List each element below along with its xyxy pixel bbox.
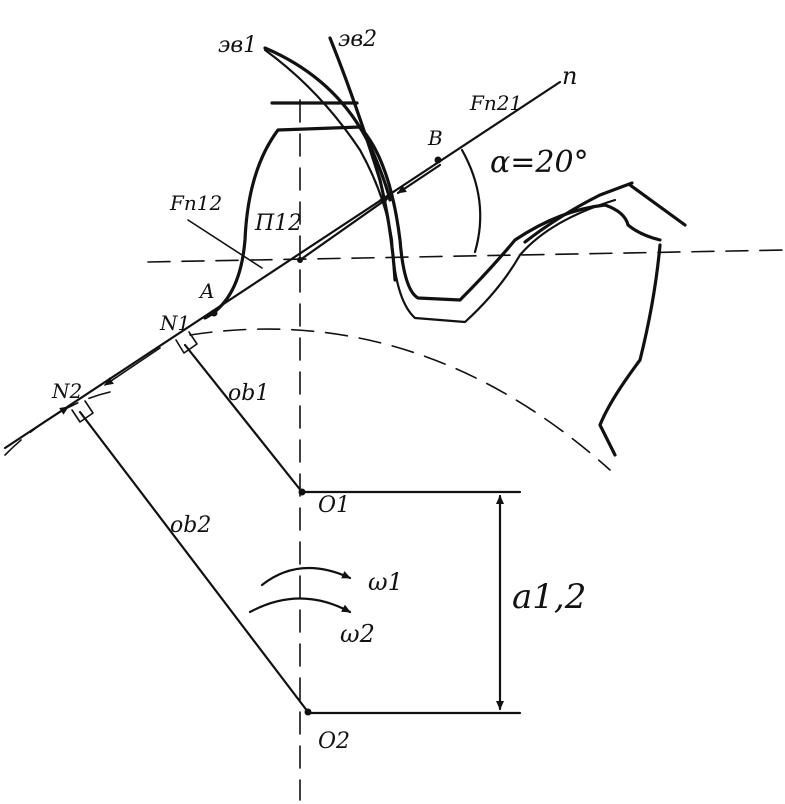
- label-fn12: Fn12: [169, 191, 222, 215]
- label-p12: П12: [254, 211, 302, 236]
- label-alpha: α=20°: [490, 145, 589, 180]
- horizontal-pitch-axis: [147, 249, 785, 263]
- gear1-tooth-profile: [203, 125, 662, 320]
- involute-ev1: [263, 46, 392, 202]
- label-fn21: Fn21: [469, 91, 522, 115]
- label-omega1: ω1: [368, 568, 403, 596]
- right-angle-n2: [71, 400, 94, 423]
- label-b: B: [427, 126, 443, 150]
- involute-ev2: [328, 36, 397, 282]
- gear1-right-flank: [628, 183, 687, 227]
- arrow-toward-n2: [104, 347, 161, 386]
- label-n1: N1: [159, 311, 190, 335]
- point-b: [434, 156, 442, 164]
- point-pitch: [297, 257, 303, 263]
- label-omega2: ω2: [340, 620, 375, 648]
- label-ob1: ob1: [228, 381, 269, 406]
- force-arrow-fn21: [396, 163, 442, 195]
- label-ev2: эв2: [338, 27, 377, 52]
- label-ob2: ob2: [170, 513, 211, 538]
- pressure-angle-arc: [460, 148, 482, 254]
- line-of-action: [3, 80, 562, 450]
- fn12-pointer: [187, 219, 263, 269]
- right-angle-n1: [175, 331, 198, 354]
- label-o1: O1: [318, 493, 350, 518]
- force-arrow-fn12: [298, 196, 390, 262]
- point-a: [210, 309, 218, 317]
- label-a: A: [198, 279, 214, 303]
- omega2-arrow: [248, 597, 352, 614]
- gear2-tooth-profile: [263, 48, 617, 324]
- label-ev1: эв1: [218, 33, 257, 58]
- label-n: n: [562, 62, 577, 90]
- gear1-right-tooth: [523, 181, 662, 457]
- label-o2: O2: [318, 729, 350, 754]
- radius-rb2: [78, 410, 310, 714]
- radius-rb1: [183, 343, 304, 494]
- label-n2: N2: [51, 379, 82, 403]
- base-circle-arc: [189, 328, 611, 471]
- arrow-toward-n1: [39, 406, 69, 426]
- omega1-arrow: [260, 566, 352, 587]
- label-center-distance: a1,2: [512, 577, 586, 617]
